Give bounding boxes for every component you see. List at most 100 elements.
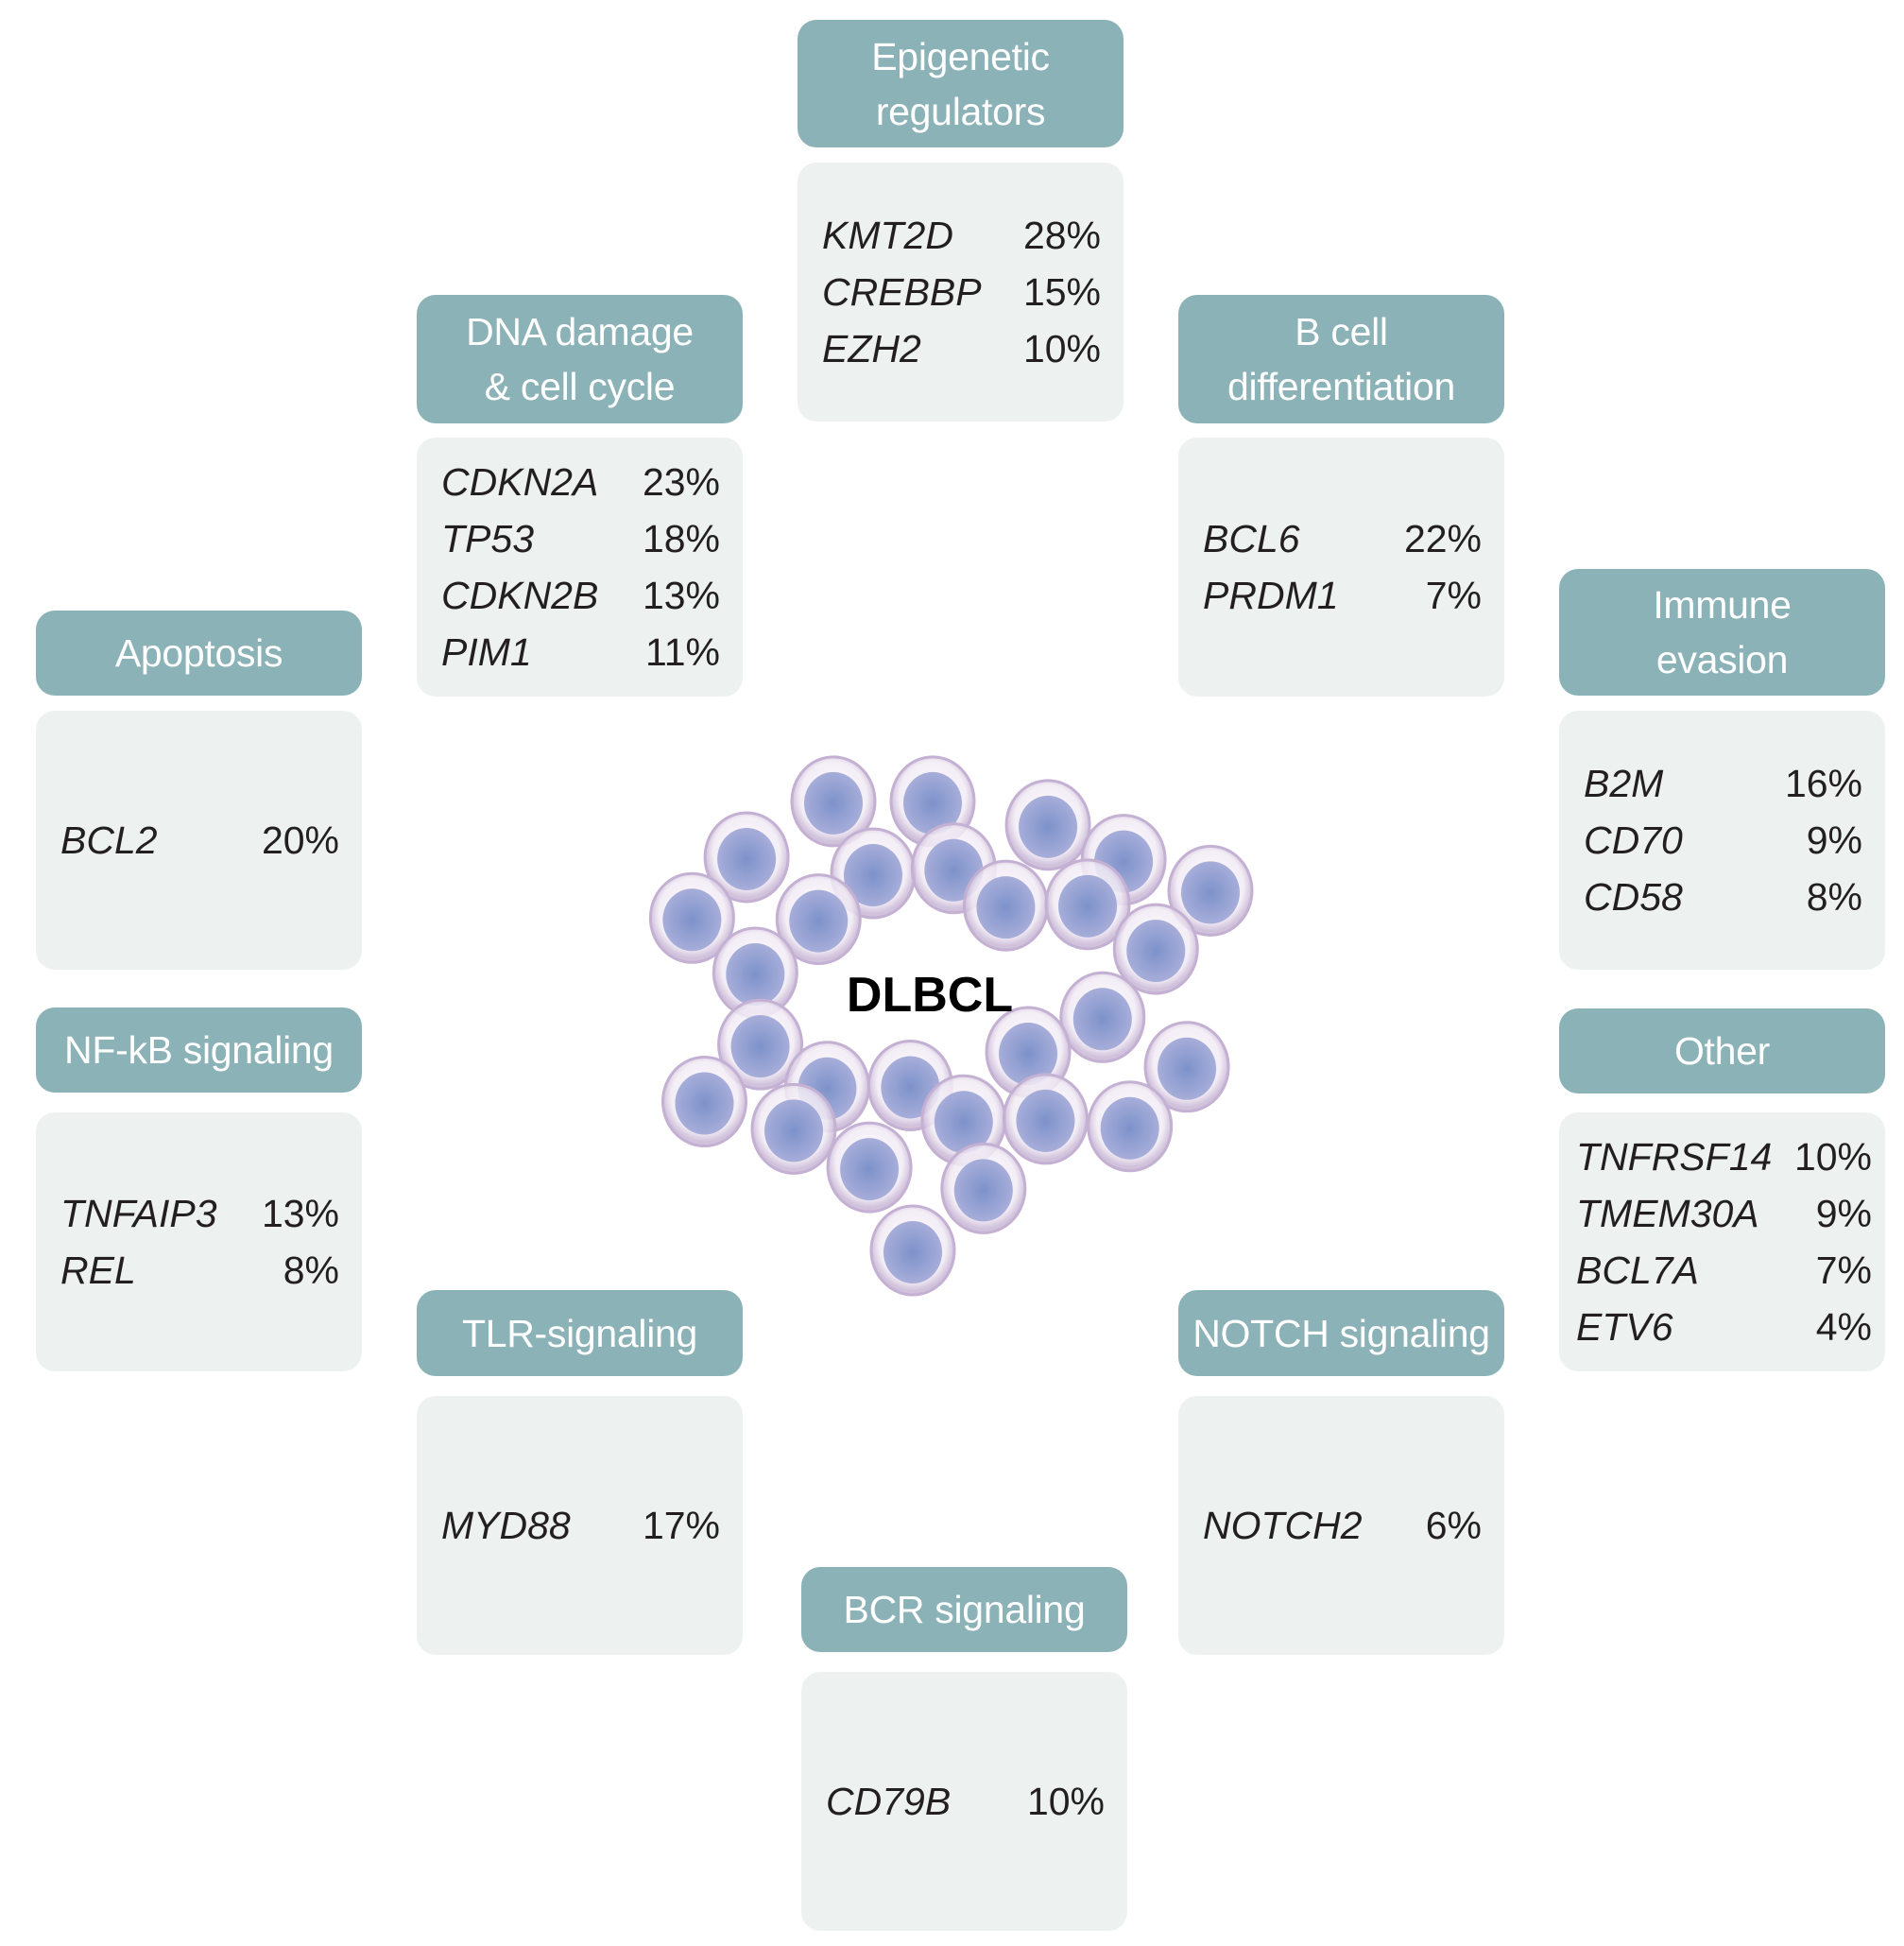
gene-name: TNFRSF14	[1576, 1135, 1773, 1179]
gene-row: BCL6 22%	[1203, 510, 1482, 567]
cell-nucleus	[1058, 874, 1118, 938]
gene-row: KMT2D 28%	[822, 207, 1101, 264]
cell-icon	[648, 871, 735, 964]
gene-row: TMEM30A 9%	[1576, 1185, 1872, 1242]
gene-name: REL	[60, 1249, 136, 1292]
gene-name: BCL6	[1203, 517, 1300, 560]
gene-row: TP53 18%	[441, 510, 720, 567]
gene-row: EZH2 10%	[822, 320, 1101, 377]
gene-name: TP53	[441, 517, 534, 560]
pathway-header: Apoptosis	[36, 611, 362, 696]
gene-row: B2M 16%	[1584, 755, 1862, 812]
cell-icon	[775, 873, 862, 966]
cell-nucleus	[764, 1099, 823, 1162]
cell-icon	[712, 926, 798, 1019]
cell-nucleus	[1016, 1089, 1075, 1152]
gene-list: KMT2D 28% CREBBP 15% EZH2 10%	[798, 163, 1124, 422]
gene-name: PRDM1	[1203, 574, 1339, 617]
cell-nucleus	[844, 844, 902, 906]
gene-name: BCL2	[60, 818, 158, 862]
mutation-frequency: 7%	[1815, 1249, 1872, 1292]
mutation-frequency: 6%	[1425, 1504, 1482, 1547]
pathway-header: B cell differentiation	[1178, 295, 1504, 423]
cell-nucleus	[883, 1221, 942, 1283]
cell-icon	[1004, 779, 1091, 871]
gene-name: CREBBP	[822, 270, 982, 314]
mutation-frequency: 28%	[1022, 214, 1101, 257]
cell-nucleus	[1181, 861, 1240, 924]
cell-icon	[869, 1204, 956, 1297]
cell-icon	[1167, 844, 1254, 937]
cell-icon	[1044, 858, 1131, 951]
cell-icon	[962, 859, 1049, 952]
gene-name: NOTCH2	[1203, 1504, 1363, 1547]
mutation-frequency: 16%	[1784, 762, 1862, 805]
pathway-header: NF-kB signaling	[36, 1007, 362, 1093]
gene-name: TMEM30A	[1576, 1192, 1759, 1235]
mutation-frequency: 17%	[642, 1504, 720, 1547]
pathway-header: BCR signaling	[801, 1567, 1127, 1652]
gene-row: BCL2 20%	[60, 812, 339, 869]
cell-nucleus	[804, 771, 863, 835]
mutation-frequency: 23%	[642, 460, 720, 504]
pathway-header: Other	[1559, 1008, 1885, 1094]
mutation-frequency: 18%	[642, 517, 720, 560]
gene-name: PIM1	[441, 630, 532, 674]
cell-nucleus	[840, 1138, 900, 1201]
mutation-frequency: 11%	[644, 630, 720, 674]
cell-nucleus	[730, 1015, 790, 1078]
gene-name: CDKN2A	[441, 460, 599, 504]
cell-icon	[1002, 1073, 1089, 1165]
cell-nucleus	[789, 889, 849, 953]
center-label-dlbcl: DLBCL	[846, 968, 1014, 1023]
gene-name: CD79B	[826, 1780, 952, 1823]
mutation-frequency: 7%	[1425, 574, 1482, 617]
mutation-frequency: 8%	[1806, 875, 1862, 919]
mutation-frequency: 13%	[642, 574, 720, 617]
gene-list: BCL2 20%	[36, 711, 362, 970]
pathway-header: Immune evasion	[1559, 569, 1885, 696]
mutation-frequency: 10%	[1793, 1135, 1872, 1179]
mutation-frequency: 9%	[1815, 1192, 1872, 1235]
gene-name: KMT2D	[822, 214, 953, 257]
gene-name: EZH2	[822, 327, 921, 370]
cell-icon	[703, 811, 790, 904]
cell-nucleus	[675, 1072, 734, 1135]
gene-list: BCL6 22% PRDM1 7%	[1178, 438, 1504, 697]
mutation-frequency: 8%	[283, 1249, 339, 1292]
gene-row: NOTCH2 6%	[1203, 1497, 1482, 1554]
gene-name: MYD88	[441, 1504, 571, 1547]
cell-icon	[1087, 1080, 1174, 1173]
pathway-header: NOTCH signaling	[1178, 1290, 1504, 1376]
gene-row: REL 8%	[60, 1242, 339, 1299]
cell-icon	[826, 1121, 913, 1214]
cell-icon	[661, 1056, 747, 1147]
cell-nucleus	[1126, 920, 1186, 983]
mutation-frequency: 20%	[261, 818, 339, 862]
gene-row: CREBBP 15%	[822, 264, 1101, 320]
pathway-header: DNA damage & cell cycle	[417, 295, 743, 423]
cell-icon	[940, 1142, 1027, 1234]
mutation-frequency: 15%	[1022, 270, 1101, 314]
cell-nucleus	[953, 1159, 1013, 1222]
mutation-frequency: 4%	[1815, 1305, 1872, 1349]
mutation-frequency: 22%	[1403, 517, 1482, 560]
cell-icon	[717, 998, 804, 1091]
gene-name: B2M	[1584, 762, 1664, 805]
mutation-frequency: 10%	[1022, 327, 1101, 370]
cell-nucleus	[1072, 988, 1132, 1051]
cell-nucleus	[1158, 1037, 1217, 1100]
pathway-header: Epigenetic regulators	[798, 20, 1124, 147]
gene-row: PIM1 11%	[441, 624, 720, 680]
gene-list: NOTCH2 6%	[1178, 1396, 1504, 1655]
